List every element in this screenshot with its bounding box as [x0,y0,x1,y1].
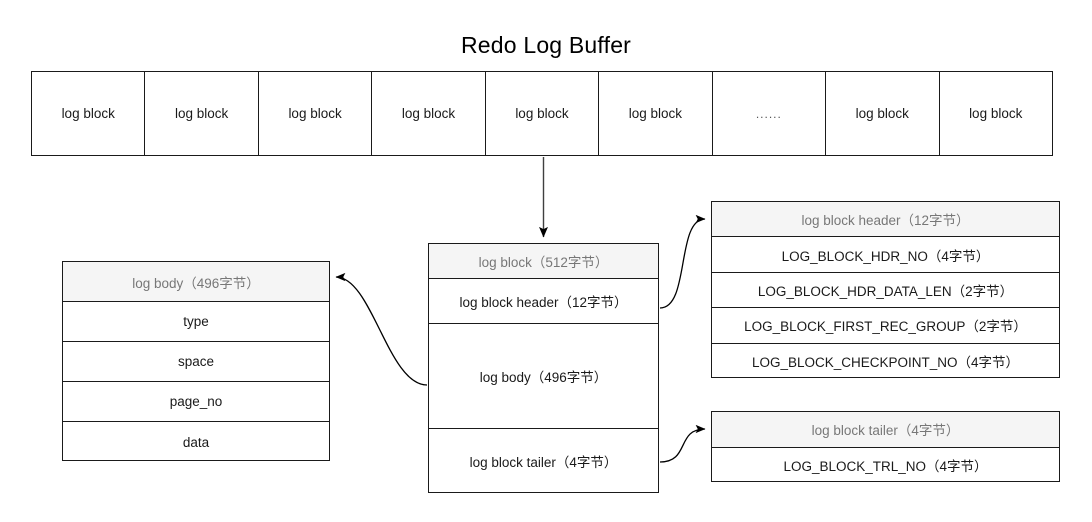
buffer-cell: log block [145,72,259,155]
log-block-header-row-checkpoint-no: LOG_BLOCK_CHECKPOINT_NO（4字节） [751,355,1020,371]
buffer-cell: log block [826,72,940,155]
log-block-header-box-title: log block header（12字节） [712,202,1059,238]
redo-log-buffer-strip: log block log block log block log block … [31,71,1053,156]
buffer-cell: log block [599,72,713,155]
buffer-cell: log block [372,72,486,155]
buffer-cell: log block [32,72,146,155]
log-body-row-type: type [63,302,329,342]
log-block-tailer-box-title: log block tailer（4字节） [712,412,1059,448]
connector-body-to-logbody [335,272,428,386]
log-block-header-row-hdr-data-len: LOG_BLOCK_HDR_DATA_LEN（2字节） [712,273,1059,309]
log-block-header-row-hdr-no: LOG_BLOCK_HDR_NO（4字节） [712,237,1059,273]
buffer-cell-ellipsis: ...... [713,72,827,155]
buffer-cell-selected: log block [486,72,600,155]
log-block-box-title: log block（512字节） [429,244,658,279]
log-block-header-box: log block header（12字节） LOG_BLOCK_HDR_NO（… [711,201,1060,378]
log-body-row-space: space [63,342,329,382]
buffer-cell: log block [969,106,1023,121]
log-body-row-page-no: page_no [63,382,329,422]
page-title: Redo Log Buffer [460,32,632,58]
log-block-box: log block（512字节） log block header（12字节） … [428,243,659,493]
log-block-row-tailer: log block tailer（4字节） [469,454,618,470]
log-block-tailer-box: log block tailer（4字节） LOG_BLOCK_TRL_NO（4… [711,411,1060,482]
log-body-box: log body（496字节） type space page_no data [62,261,330,461]
log-body-box-title: log body（496字节） [63,262,329,302]
connector-tailer-to-blocktailer [659,424,706,463]
log-block-row-body: log body（496字节） [429,324,658,429]
log-block-tailer-row-trl-no: LOG_BLOCK_TRL_NO（4字节） [783,459,988,475]
log-body-row-data: data [182,434,210,450]
connector-header-to-blockheader [659,214,706,309]
buffer-cell: log block [259,72,373,155]
log-block-row-header: log block header（12字节） [429,279,658,324]
log-block-header-row-first-rec-group: LOG_BLOCK_FIRST_REC_GROUP（2字节） [712,308,1059,344]
